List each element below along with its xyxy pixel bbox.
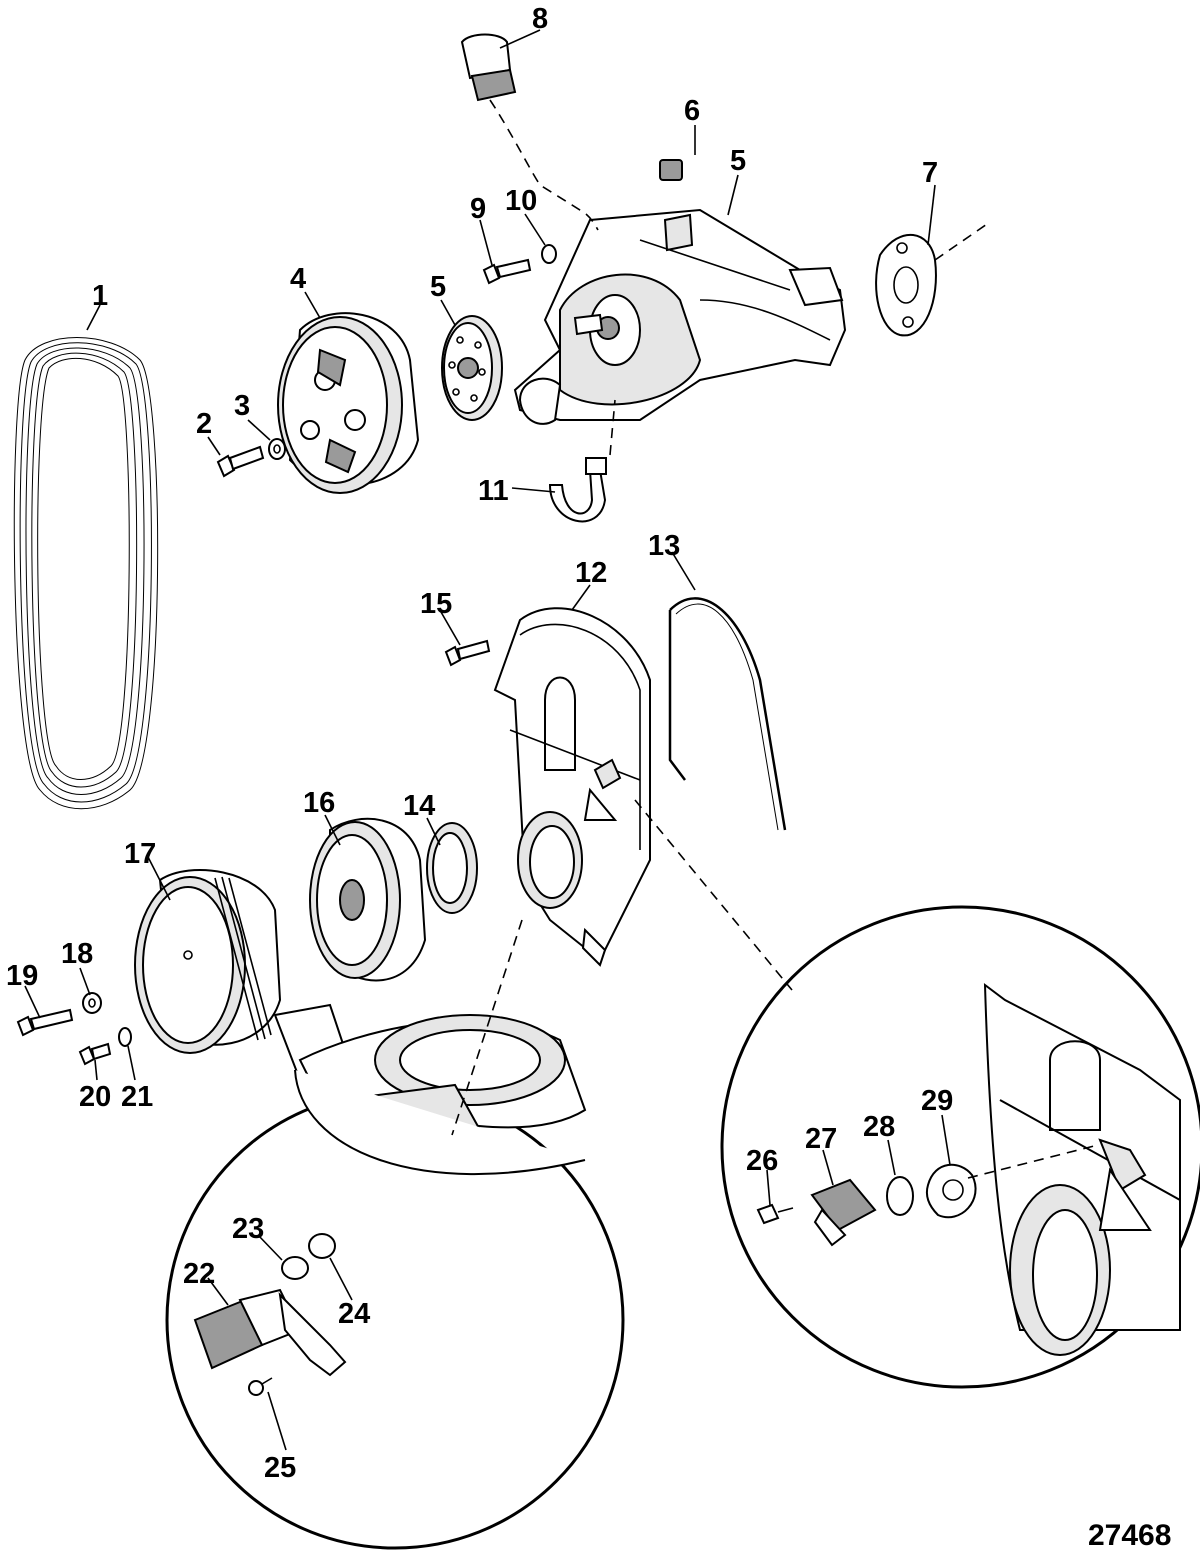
bolt-15 <box>444 639 491 667</box>
callout-10: 10 <box>505 185 537 217</box>
callout-12: 12 <box>575 557 607 589</box>
drive-belt <box>13 337 159 810</box>
hose-clamp-11 <box>548 457 607 523</box>
detail-circle-crank-sensor <box>165 1003 625 1550</box>
callout-23: 23 <box>232 1213 264 1245</box>
callout-15: 15 <box>420 588 452 620</box>
callout-25: 25 <box>264 1452 296 1484</box>
washer-18 <box>82 992 102 1014</box>
callout-24: 24 <box>338 1298 370 1330</box>
callout-20: 20 <box>79 1081 111 1113</box>
figure-number: 27468 <box>1088 1519 1171 1552</box>
callout-11: 11 <box>478 475 509 507</box>
bolt-9 <box>482 258 532 285</box>
callout-21: 21 <box>121 1081 153 1113</box>
bolt-19 <box>16 1008 74 1037</box>
gasket-7 <box>875 234 937 337</box>
callout-18: 18 <box>61 938 93 970</box>
callout-22: 22 <box>183 1258 215 1290</box>
callout-19: 19 <box>6 960 38 992</box>
timing-cover <box>493 607 651 967</box>
cover-gasket-13 <box>668 597 787 831</box>
washer-3 <box>268 438 286 460</box>
washer-10 <box>541 244 557 264</box>
front-seal-14 <box>426 822 478 914</box>
pulley-hub <box>441 315 503 421</box>
callout-16: 16 <box>303 787 335 819</box>
callout-17: 17 <box>124 838 156 870</box>
crankshaft-pulley <box>134 869 282 1054</box>
callout-7: 7 <box>922 157 938 189</box>
assembly-lines <box>451 99 991 1136</box>
callout-3: 3 <box>234 390 250 422</box>
callout-14: 14 <box>403 790 435 822</box>
callout-labels: 1 2 3 4 5 5 6 7 8 9 10 11 12 13 14 15 16… <box>6 3 953 1484</box>
callout-8: 8 <box>532 3 548 35</box>
callout-13: 13 <box>648 530 680 562</box>
pipe-plug-6 <box>659 159 683 181</box>
bolt-20 <box>78 1042 112 1066</box>
callout-29: 29 <box>921 1085 953 1117</box>
callout-1: 1 <box>92 280 108 312</box>
washer-21 <box>118 1027 132 1047</box>
callout-26: 26 <box>746 1145 778 1177</box>
hose-fitting-8 <box>460 33 517 102</box>
callout-4: 4 <box>290 263 306 295</box>
callout-27: 27 <box>805 1123 837 1155</box>
bolt-2 <box>216 445 265 478</box>
water-pump <box>513 208 847 425</box>
callout-28: 28 <box>863 1111 895 1143</box>
harmonic-damper <box>309 817 427 982</box>
water-pump-pulley <box>277 312 420 494</box>
callout-2: 2 <box>196 408 212 440</box>
leader-lines <box>24 29 951 1451</box>
callout-5-hub: 5 <box>430 271 446 303</box>
callout-6: 6 <box>684 95 700 127</box>
callout-5-pump: 5 <box>730 145 746 177</box>
callout-9: 9 <box>470 193 486 225</box>
detail-circle-cam-sensor <box>720 905 1200 1389</box>
